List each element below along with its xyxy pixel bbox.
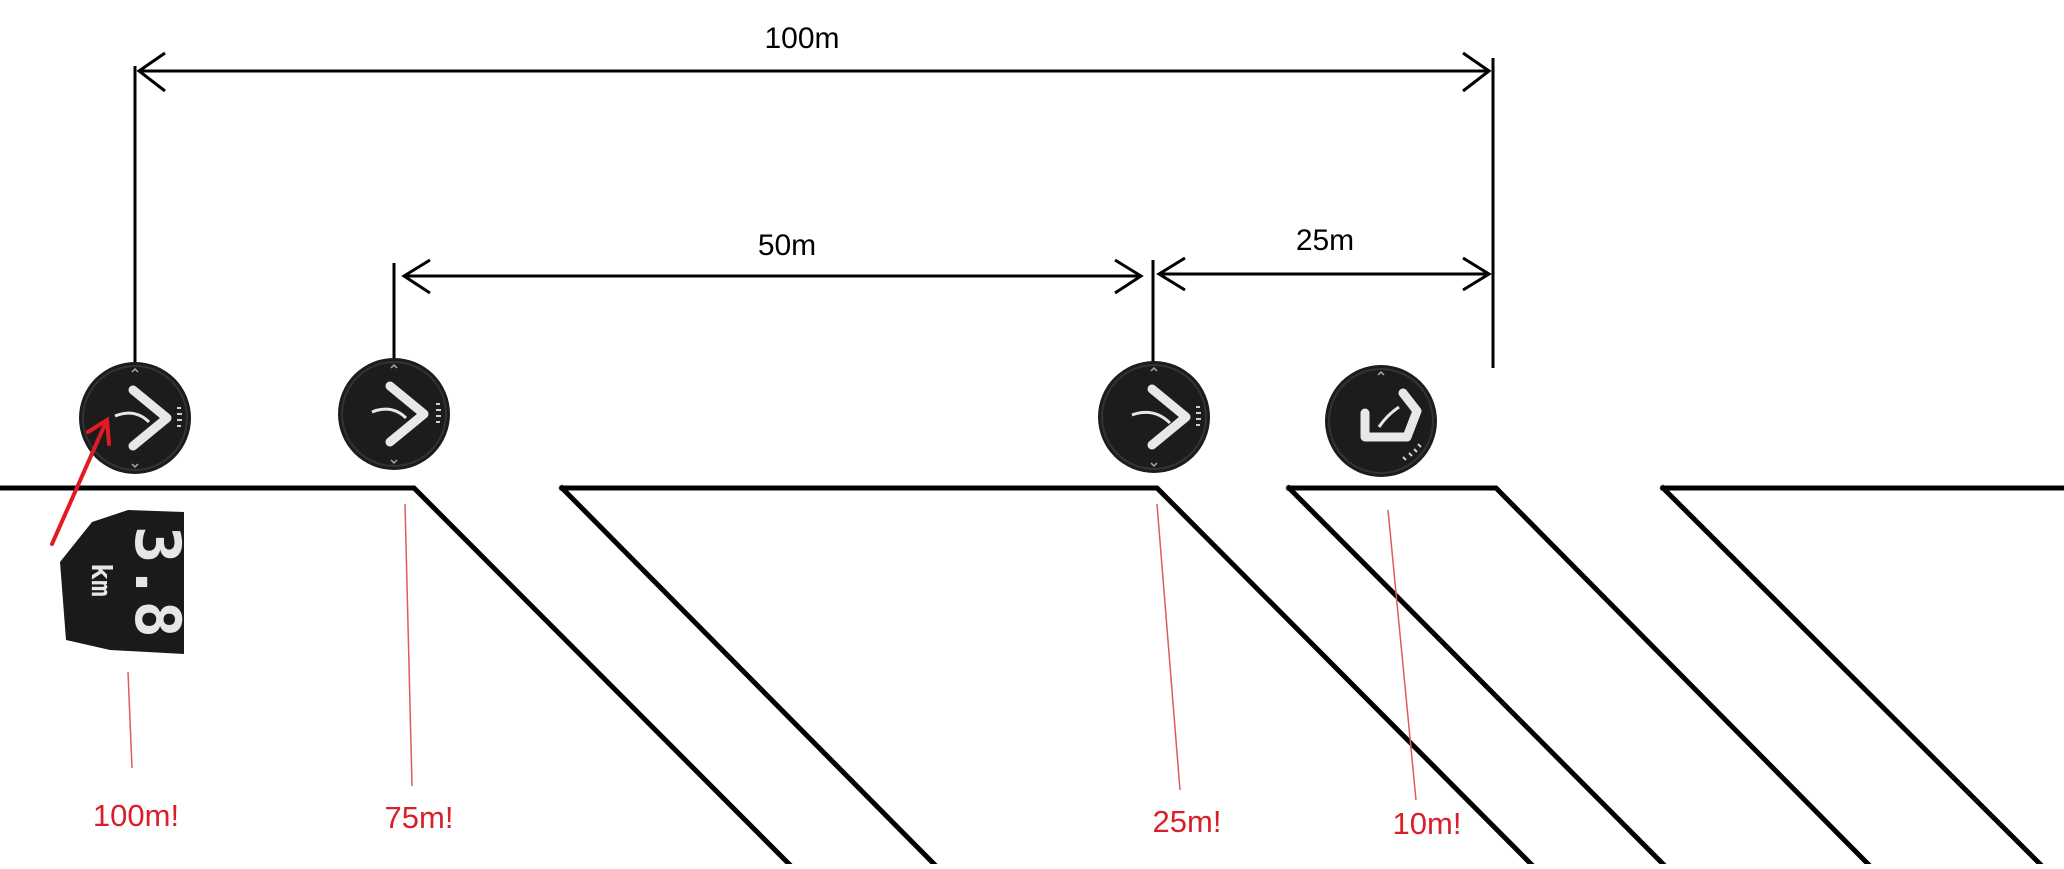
watch-face-icon	[79, 362, 191, 474]
road-drawing	[0, 484, 2064, 868]
road-edge-5	[1285, 484, 1667, 868]
turn-arrow-icon	[128, 385, 172, 451]
badge-distance-unit: km	[85, 563, 118, 597]
road-edge-3	[558, 484, 938, 868]
dimension-label-50m: 50m	[758, 229, 816, 262]
road-edge-2	[559, 485, 1535, 868]
arrowhead-right-icon	[1462, 256, 1492, 292]
badge-background	[60, 510, 184, 654]
watch-face-icon	[1098, 361, 1210, 473]
callout-label-100m: 100m!	[93, 798, 179, 833]
leader-line-100m	[127, 671, 133, 769]
dimension-lines	[133, 51, 1495, 368]
callout-label-75m: 75m!	[385, 800, 454, 835]
watch-face-icon	[1325, 365, 1437, 477]
pointer-arrow-icon	[50, 416, 111, 546]
road-edge-4	[1286, 485, 1872, 868]
watch-face-cue-10m	[1325, 365, 1437, 477]
road-edge-1	[0, 485, 793, 868]
leader-lines	[127, 503, 1417, 801]
leader-line-25m	[1156, 503, 1181, 791]
dimension-label-25m: 25m	[1296, 224, 1354, 257]
arrowhead-right-icon	[1114, 258, 1144, 295]
watch-face-icon	[338, 358, 450, 470]
dimension-label-100m: 100m	[764, 22, 839, 55]
callout-label-25m: 25m!	[1153, 804, 1222, 839]
arrowhead-left-icon	[1156, 256, 1186, 292]
watch-face-cue-25m	[1098, 361, 1210, 473]
badge-distance-value: 3.8	[121, 526, 194, 638]
arrowhead-right-icon	[1462, 51, 1492, 93]
turn-arrow-icon	[385, 381, 429, 447]
road-edge-7	[1659, 484, 2044, 868]
turn-arrow-icon	[1360, 388, 1422, 442]
leader-line-75m	[404, 503, 413, 787]
turn-arrow-icon	[1147, 384, 1191, 450]
callout-label-10m: 10m!	[1393, 806, 1462, 841]
leader-line-10m	[1387, 509, 1417, 801]
watch-face-cue-100m	[79, 362, 191, 474]
distance-badge: 3.8 km	[60, 510, 194, 654]
watch-face-cue-75m	[338, 358, 450, 470]
arrowhead-left-icon	[401, 258, 431, 295]
arrowhead-left-icon	[136, 51, 166, 93]
